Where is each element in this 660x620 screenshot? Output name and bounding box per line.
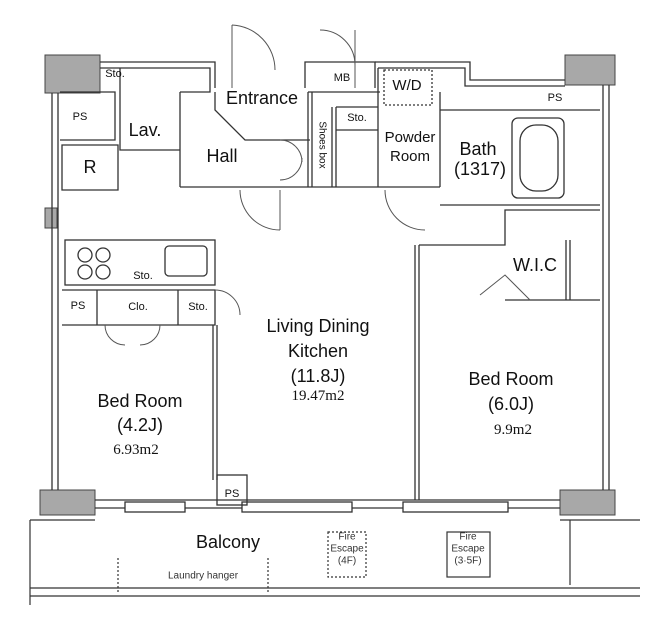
label-sto-entrance: Sto. [347,111,367,124]
label-ldk-3: (11.8J) [290,366,346,387]
label-powder-room-1: Powder [384,128,436,146]
label-fire-escape-35f-3: (3·5F) [454,555,482,567]
label-bed2-2: (6.0J) [487,394,535,415]
label-hall: Hall [206,146,238,167]
doors [104,24,531,346]
label-wd: W/D [392,76,422,94]
label-ldk-2: Kitchen [287,341,349,362]
label-bath-2: (1317) [453,159,507,180]
label-fire-escape-4f-3: (4F) [337,555,357,567]
label-laundry-hanger: Laundry hanger [167,570,239,582]
label-balcony: Balcony [195,532,261,553]
label-powder-room-2: Room [389,147,431,165]
label-clo: Clo. [128,300,148,313]
label-bed1-2: (4.2J) [116,415,164,436]
label-bed1-area: 6.93m2 [113,441,159,458]
label-ps-bottom: PS [224,487,240,500]
label-fire-escape-35f-1: Fire [459,531,477,543]
structural-columns [39,54,616,516]
label-lav: Lav. [128,120,162,141]
label-fire-escape-4f-2: Escape [330,543,364,555]
label-mb: MB [333,71,351,84]
label-ps-top-right: PS [547,91,563,104]
label-bed2-1: Bed Room [468,369,554,390]
label-entrance: Entrance [225,88,299,109]
label-fire-escape-4f-1: Fire [338,531,356,543]
label-ldk-area: 19.47m2 [291,387,345,404]
label-bed2-area: 9.9m2 [494,421,532,438]
label-wic: W.I.C [513,255,557,276]
label-bed1-1: Bed Room [97,391,183,412]
label-sto-lav: Sto. [105,67,125,80]
label-shoes-box: Shoes box [316,121,328,169]
label-r: R [83,157,97,178]
label-sto-mid: Sto. [188,300,208,313]
label-ldk-1: Living Dining [266,316,370,337]
walls [51,61,610,513]
label-sto-kitchen: Sto. [133,269,153,282]
label-bath-1: Bath [459,139,497,160]
label-fire-escape-35f-2: Escape [451,543,485,555]
balcony-outline [29,519,640,605]
label-ps-top-left: PS [72,110,88,123]
label-ps-mid-left: PS [70,299,86,312]
